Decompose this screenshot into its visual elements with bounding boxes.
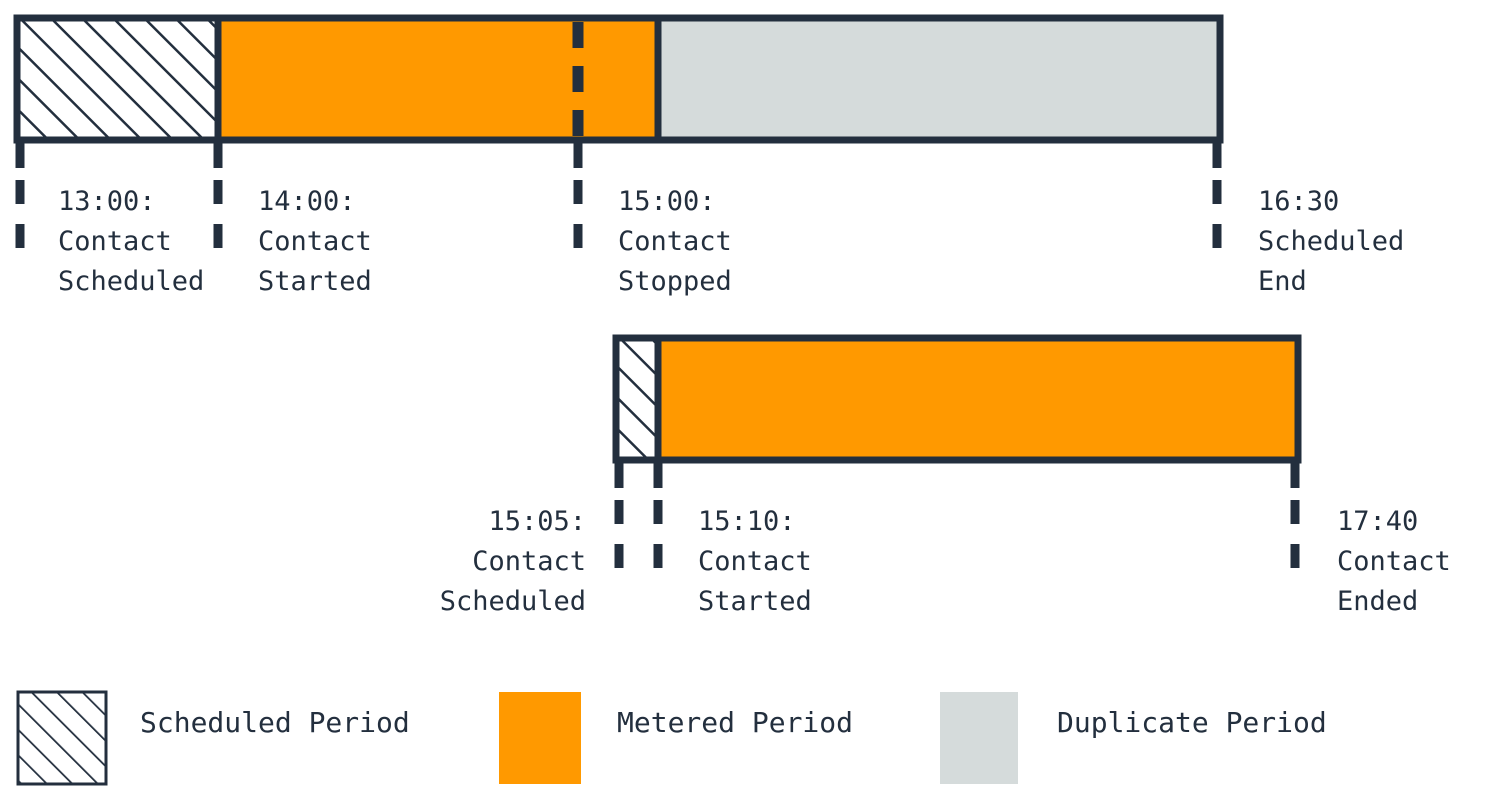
marker-line1: Contact [258,226,372,257]
marker-time: 15:10: [698,506,796,537]
marker-line2: Started [258,266,372,297]
marker-line1: Contact [1337,546,1451,577]
segment-metered-period-2 [654,334,1302,464]
marker-time: 13:00: [58,186,156,217]
segment-scheduled-period-1 [13,14,222,144]
marker-time: 16:30 [1258,186,1339,217]
marker-line2: Scheduled [58,266,204,297]
marker-line1: Contact [472,546,586,577]
marker-label-15-05: 15:05: Contact Scheduled [440,506,586,617]
legend-label-duplicate: Duplicate Period [1057,706,1327,739]
legend-label-metered: Metered Period [617,706,853,739]
segment-scheduled-period-2 [612,334,662,464]
legend-label-scheduled: Scheduled Period [140,706,410,739]
marker-line1: Contact [618,226,732,257]
marker-line1: Contact [698,546,812,577]
orange-swatch [499,692,581,784]
marker-label-16-30: 16:30 Scheduled End [1258,186,1404,297]
marker-line1: Scheduled [1258,226,1404,257]
marker-line2: Scheduled [440,586,586,617]
marker-label-13-00: 13:00: Contact Scheduled [58,186,204,297]
marker-time: 15:00: [618,186,716,217]
marker-label-15-00: 15:00: Contact Stopped [618,186,732,297]
grey-swatch [940,692,1018,784]
segment-duplicate-period-1 [654,14,1224,144]
marker-time: 14:00: [258,186,356,217]
marker-line1: Contact [58,226,172,257]
timeline-original-contact: 13:00: Contact Scheduled 14:00: Contact … [13,14,1404,297]
segment-metered-period-1 [214,14,662,144]
marker-time: 17:40 [1337,506,1418,537]
marker-time: 15:05: [488,506,586,537]
marker-label-14-00: 14:00: Contact Started [258,186,372,297]
marker-line2: Stopped [618,266,732,297]
hatched-swatch [16,690,108,786]
marker-line2: Ended [1337,586,1418,617]
marker-line2: End [1258,266,1307,297]
legend: Scheduled Period Metered Period Duplicat… [16,690,1327,786]
marker-label-15-10: 15:10: Contact Started [698,506,812,617]
marker-label-17-40: 17:40 Contact Ended [1337,506,1451,617]
timeline-rescheduled-contact: 15:05: Contact Scheduled 15:10: Contact … [440,334,1451,617]
marker-line2: Started [698,586,812,617]
